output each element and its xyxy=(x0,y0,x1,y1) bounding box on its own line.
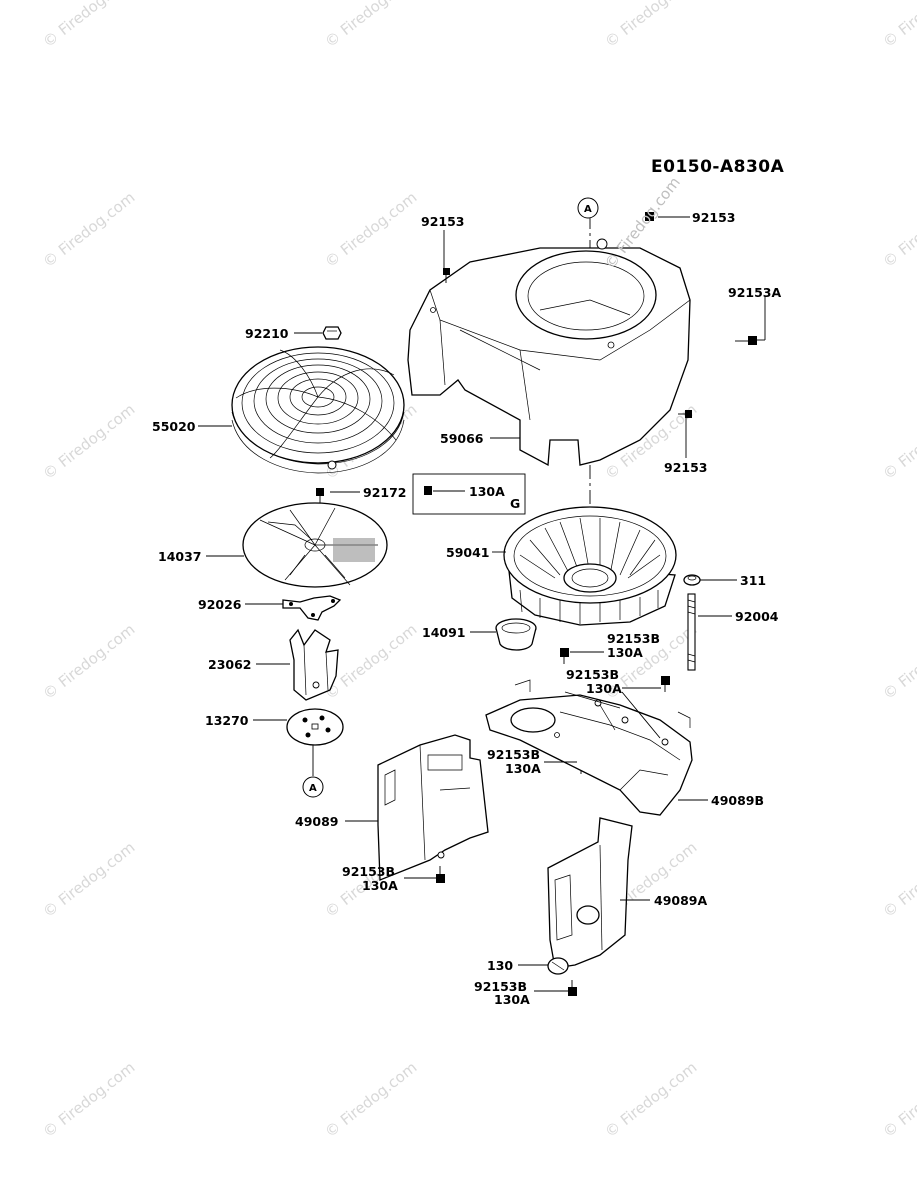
watermark: © Firedog.com xyxy=(39,838,138,921)
part-label: 59066 xyxy=(440,431,484,446)
watermark: © Firedog.com xyxy=(879,188,917,271)
part-label: 13270 xyxy=(205,713,249,728)
part-label: 92004 xyxy=(735,609,779,624)
part-label: 14091 xyxy=(422,625,466,640)
clip-130 xyxy=(547,957,569,975)
part-label: 49089A xyxy=(654,893,707,908)
watermark: © Firedog.com xyxy=(601,1058,700,1141)
group-letter: G xyxy=(510,496,520,511)
part-labels: 92153 92153 92153A 92210 55020 59066 921… xyxy=(152,210,781,1007)
watermark-layer: © Firedog.com © Firedog.com © Firedog.co… xyxy=(39,0,917,1141)
bolt-92153-topright xyxy=(645,212,654,221)
watermark: © Firedog.com xyxy=(879,0,917,51)
watermark: © Firedog.com xyxy=(879,1058,917,1141)
callout-a-top: A xyxy=(577,197,599,219)
part-label: 311 xyxy=(740,573,766,588)
collar-14091 xyxy=(495,618,537,651)
part-label: 92153 xyxy=(692,210,736,225)
nut-311 xyxy=(683,574,701,586)
part-group-box xyxy=(412,473,526,515)
part-label: 55020 xyxy=(152,419,196,434)
part-label: 92153A xyxy=(728,285,781,300)
watermark: © Firedog.com xyxy=(39,1058,138,1141)
watermark: © Firedog.com xyxy=(879,400,917,483)
part-label: 130A xyxy=(505,761,541,776)
part-label: 130A xyxy=(607,645,643,660)
cooling-fan-14037 xyxy=(242,502,388,588)
bolt-130A-box xyxy=(424,486,432,495)
part-label: 92153B xyxy=(342,864,395,879)
part-label: 130A xyxy=(586,681,622,696)
baffle-49089 xyxy=(377,734,489,881)
diagram-reference-code: E0150-A830A xyxy=(651,157,785,177)
part-label: 92210 xyxy=(245,326,289,341)
plate-92026 xyxy=(282,595,342,621)
part-label: 92026 xyxy=(198,597,242,612)
watermark: © Firedog.com xyxy=(39,620,138,703)
part-label: 92153B xyxy=(487,747,540,762)
part-label: 92153B xyxy=(566,667,619,682)
alignment-line xyxy=(677,711,691,728)
bolt-92153B-4 xyxy=(436,866,445,883)
baffle-49089A xyxy=(547,817,633,969)
alignment-line xyxy=(514,679,531,692)
part-label: 92153B xyxy=(474,979,527,994)
blower-housing-59066 xyxy=(407,238,691,467)
watermark: © Firedog.com xyxy=(879,620,917,703)
part-label: 130A xyxy=(469,484,505,499)
svg-text:A: A xyxy=(309,783,317,794)
watermark: © Firedog.com xyxy=(39,188,138,271)
bolt-92153-top xyxy=(443,268,450,283)
part-label: 92153B xyxy=(607,631,660,646)
part-label: 130 xyxy=(487,958,513,973)
svg-text:A: A xyxy=(584,204,592,215)
part-label: 92172 xyxy=(363,485,407,500)
part-label: 92153 xyxy=(421,214,465,229)
part-label: 92153 xyxy=(664,460,708,475)
bolt-92153B-2 xyxy=(661,676,670,692)
watermark: © Firedog.com xyxy=(39,0,138,51)
watermark: © Firedog.com xyxy=(321,188,420,271)
fan-mesh xyxy=(333,538,375,562)
flywheel-59041 xyxy=(503,506,677,626)
part-label: 59041 xyxy=(446,545,490,560)
leader-lines xyxy=(198,216,766,992)
part-label: 49089 xyxy=(295,814,339,829)
bolt-92153B-1 xyxy=(560,648,569,664)
part-label: 49089B xyxy=(711,793,764,808)
callout-a-bottom: A xyxy=(302,776,324,798)
part-label: 14037 xyxy=(158,549,202,564)
bolt-92153-right xyxy=(678,410,692,418)
watermark: © Firedog.com xyxy=(39,400,138,483)
watermark: © Firedog.com xyxy=(321,0,420,51)
bracket-23062 xyxy=(289,628,339,701)
watermark: © Firedog.com xyxy=(879,838,917,921)
watermark: © Firedog.com xyxy=(321,1058,420,1141)
watermark: © Firedog.com xyxy=(601,0,700,51)
nut-92210 xyxy=(322,326,342,340)
baffle-49089B xyxy=(485,694,693,816)
rotating-screen-55020 xyxy=(231,346,405,474)
bolt-92153B-5 xyxy=(568,980,577,996)
stud-92004 xyxy=(687,593,696,671)
part-label: 130A xyxy=(494,992,530,1007)
bolt-92153A xyxy=(735,336,757,345)
part-label: 23062 xyxy=(208,657,252,672)
part-label: 130A xyxy=(362,878,398,893)
disc-13270 xyxy=(286,708,344,746)
